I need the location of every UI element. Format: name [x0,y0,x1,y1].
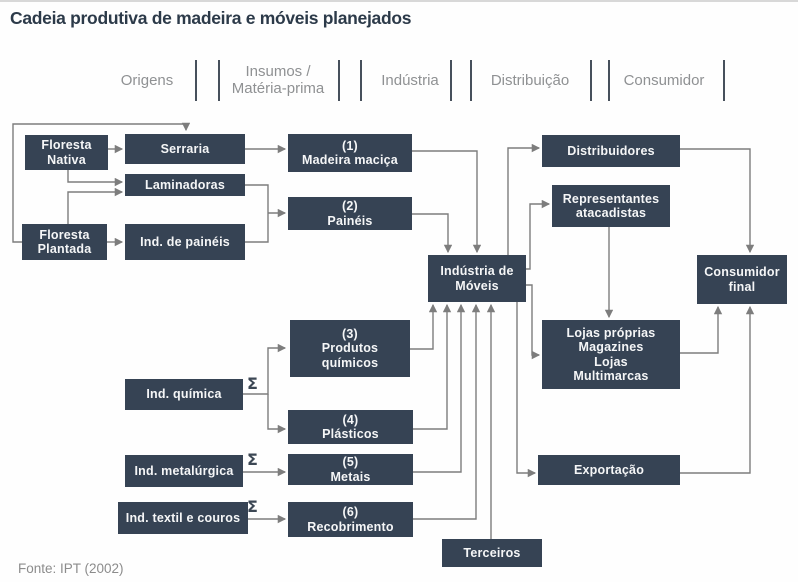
stage-label-insumos: Insumos / Matéria-prima [231,63,325,97]
node-produtos-quimicos: (3) Produtos químicos [290,320,410,377]
node-floresta-nativa: Floresta Nativa [25,135,108,170]
page-title: Cadeia produtiva de madeira e móveis pla… [10,8,412,28]
edge-madeira-macica-industria [412,150,482,254]
stage-label-industria: Indústria [381,71,439,89]
node-madeira-macica: (1) Madeira maciça [288,134,412,172]
stage-label-origens: Origens [120,71,174,89]
node-ind-textil-e-couros: Ind. textil e couros [118,502,248,534]
node-paineis: (2) Painéis [288,197,412,230]
node-ind-quimica: Ind. química [125,379,243,410]
stage-separator-bar [590,60,592,101]
edge-produtos-quimicos-industria [410,303,438,350]
node-metais: (5) Metais [288,454,413,485]
source-caption: Fonte: IPT (2002) [18,561,124,576]
edge-floresta-nativa-laminadoras [67,170,124,187]
edge-paineis-industria [412,213,453,254]
stage-separator-bar [218,60,220,101]
edge-recobrimento-industria [413,303,481,520]
edge-metais-industria [413,303,466,473]
edge-floresta-plantada-serraria [12,122,191,243]
edge-exportacao-consumidor [680,305,755,474]
node-terceiros: Terceiros [442,539,542,567]
node-floresta-plantada: Floresta Plantada [22,224,107,260]
node-industria-de-moveis: Indústria de Móveis [428,255,526,302]
node-serraria: Serraria [125,134,245,164]
edge-ind-quimica-plasticos [267,394,287,434]
node-exportacao: Exportação [538,455,680,485]
node-ind-de-paineis: Ind. de painéis [125,224,245,260]
stage-separator-bar [338,60,340,101]
node-ind-metalurgica: Ind. metalúrgica [125,455,243,487]
sigma-symbol-metalurgica: Σ [247,450,258,469]
node-recobrimento: (6) Recobrimento [288,502,413,537]
edge-ind-quimica-produtos-quimicos [243,343,287,395]
node-representantes-atacadistas: Representantes atacadistas [552,185,670,227]
edge-floresta-plantada-laminadoras [67,187,124,224]
node-plasticos: (4) Plásticos [288,410,413,444]
stage-label-consumidor: Consumidor [623,71,705,89]
stage-separator-bar [470,60,472,101]
edge-industria-exportacao [516,302,537,478]
stage-label-distribuicao: Distribuição [490,71,570,89]
sigma-symbol-textil: Σ [247,497,258,516]
sigma-symbol-quimica: Σ [247,374,258,393]
edge-laminadoras-ind-paineis-join [245,184,269,243]
stage-separator-bar [360,60,362,101]
node-consumidor-final: Consumidor final [697,255,787,304]
stage-separator-bar [723,60,725,101]
edge-plasticos-industria [413,303,452,430]
edge-industria-representantes [526,199,551,270]
node-laminadoras: Laminadoras [125,174,245,196]
edge-lojas-consumidor [680,305,723,354]
stage-separator-bar [195,60,197,101]
stage-separator-bar [608,60,610,101]
stage-separator-bar [450,60,452,101]
edge-industria-distribuidores [507,143,541,255]
node-lojas-proprias: Lojas próprias Magazines Lojas Multimarc… [542,320,680,389]
node-distribuidores: Distribuidores [542,135,680,167]
edge-industria-lojas [526,284,541,360]
edge-distribuidores-consumidor [680,148,755,254]
